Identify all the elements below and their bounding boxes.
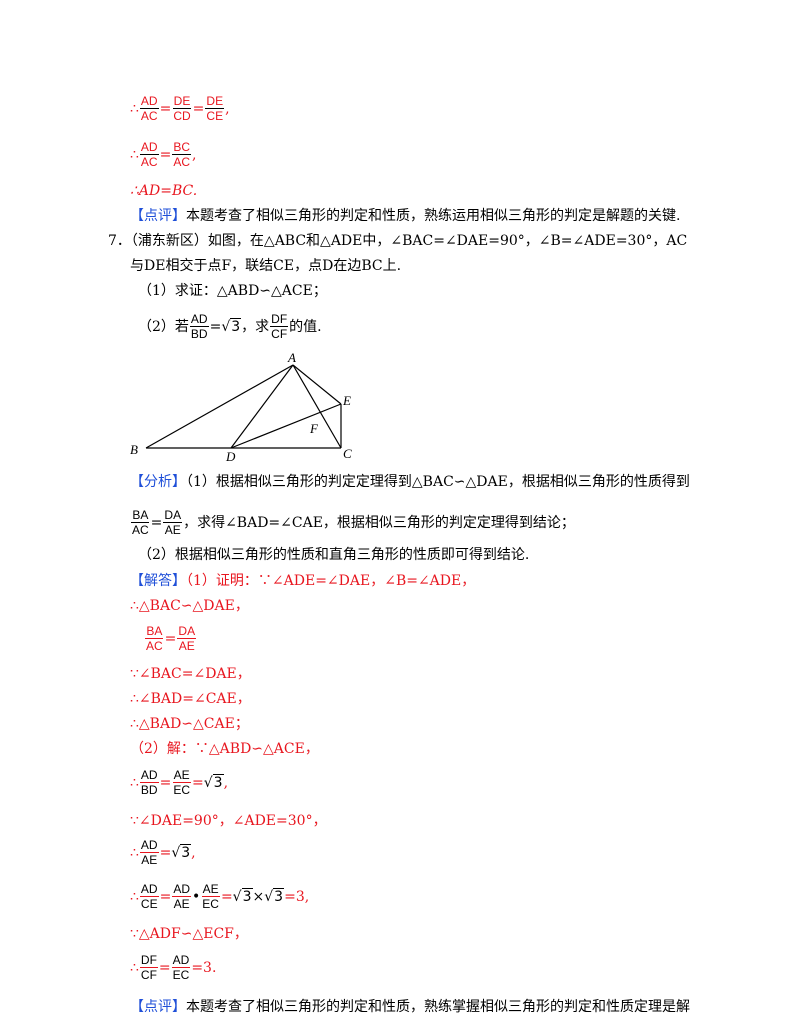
segment-ac — [292, 364, 342, 449]
point-label-e: E — [342, 393, 351, 408]
conclusion-line: ∴AD=BC. — [130, 183, 198, 199]
solution-line-4: ∵∠BAC=∠DAE， — [130, 666, 251, 682]
segment-ad — [230, 364, 294, 449]
sqrt-symbol: √3 — [171, 843, 192, 861]
footer-comment-line: 【点评】本题考查了相似三角形的判定和性质，熟练掌握相似三角形的判定和性质定理是解 — [130, 999, 690, 1015]
solution-tag: 【解答】 — [130, 573, 186, 589]
comment-line: 【点评】本题考查了相似三角形的判定和性质，熟练运用相似三角形的判定是解题的关键. — [130, 208, 681, 224]
sqrt-symbol: √3 — [232, 887, 253, 905]
analysis-tag: 【分析】 — [130, 474, 186, 490]
sqrt-symbol: √3 — [203, 773, 224, 791]
comment-tag: 【点评】 — [130, 208, 186, 224]
analysis-line-1: 【分析】（1）根据相似三角形的判定定理得到△BAC∽△DAE，根据相似三角形的性… — [130, 474, 690, 490]
point-label-b: B — [130, 442, 138, 457]
solution-line-1: 【解答】（1）证明：∵∠ADE=∠DAE，∠B=∠ADE， — [130, 573, 476, 589]
segment-de — [230, 403, 342, 449]
solution-line-12: ∵△ADF∽△ECF， — [130, 926, 248, 942]
solution-line-7: （2）解：∵△ABD∽△ACE， — [130, 741, 319, 757]
point-label-f: F — [309, 421, 319, 436]
solution-line-5: ∴∠BAD=∠CAE， — [130, 691, 251, 707]
sqrt-symbol: √3 — [264, 887, 285, 905]
comment-tag: 【点评】 — [130, 999, 186, 1015]
problem-part-1: （1）求证：△ABD∽△ACE； — [138, 283, 327, 299]
point-label-a: A — [287, 350, 296, 365]
solution-line-6: ∴△BAD∽△CAE； — [130, 716, 249, 732]
solution-line-2: ∴△BAC∽△DAE， — [130, 598, 249, 614]
segment-ab — [145, 364, 294, 449]
analysis-line-3: （2）根据相似三角形的性质和直角三角形的性质即可得到结论. — [138, 547, 530, 563]
point-label-d: D — [225, 449, 236, 464]
sqrt-symbol: √3 — [221, 317, 242, 335]
point-label-c: C — [343, 446, 352, 461]
problem-number: 7． — [108, 233, 131, 249]
problem-line-2: 与DE相交于点F，联结CE，点D在边BC上. — [130, 258, 402, 274]
segment-ae — [292, 364, 342, 405]
solution-line-9: ∵∠DAE=90°，∠ADE=30°， — [130, 813, 327, 829]
problem-line-1: 7．（浦东新区）如图，在△ABC和△ADE中，∠BAC=∠DAE=90°，∠B=… — [108, 233, 688, 249]
